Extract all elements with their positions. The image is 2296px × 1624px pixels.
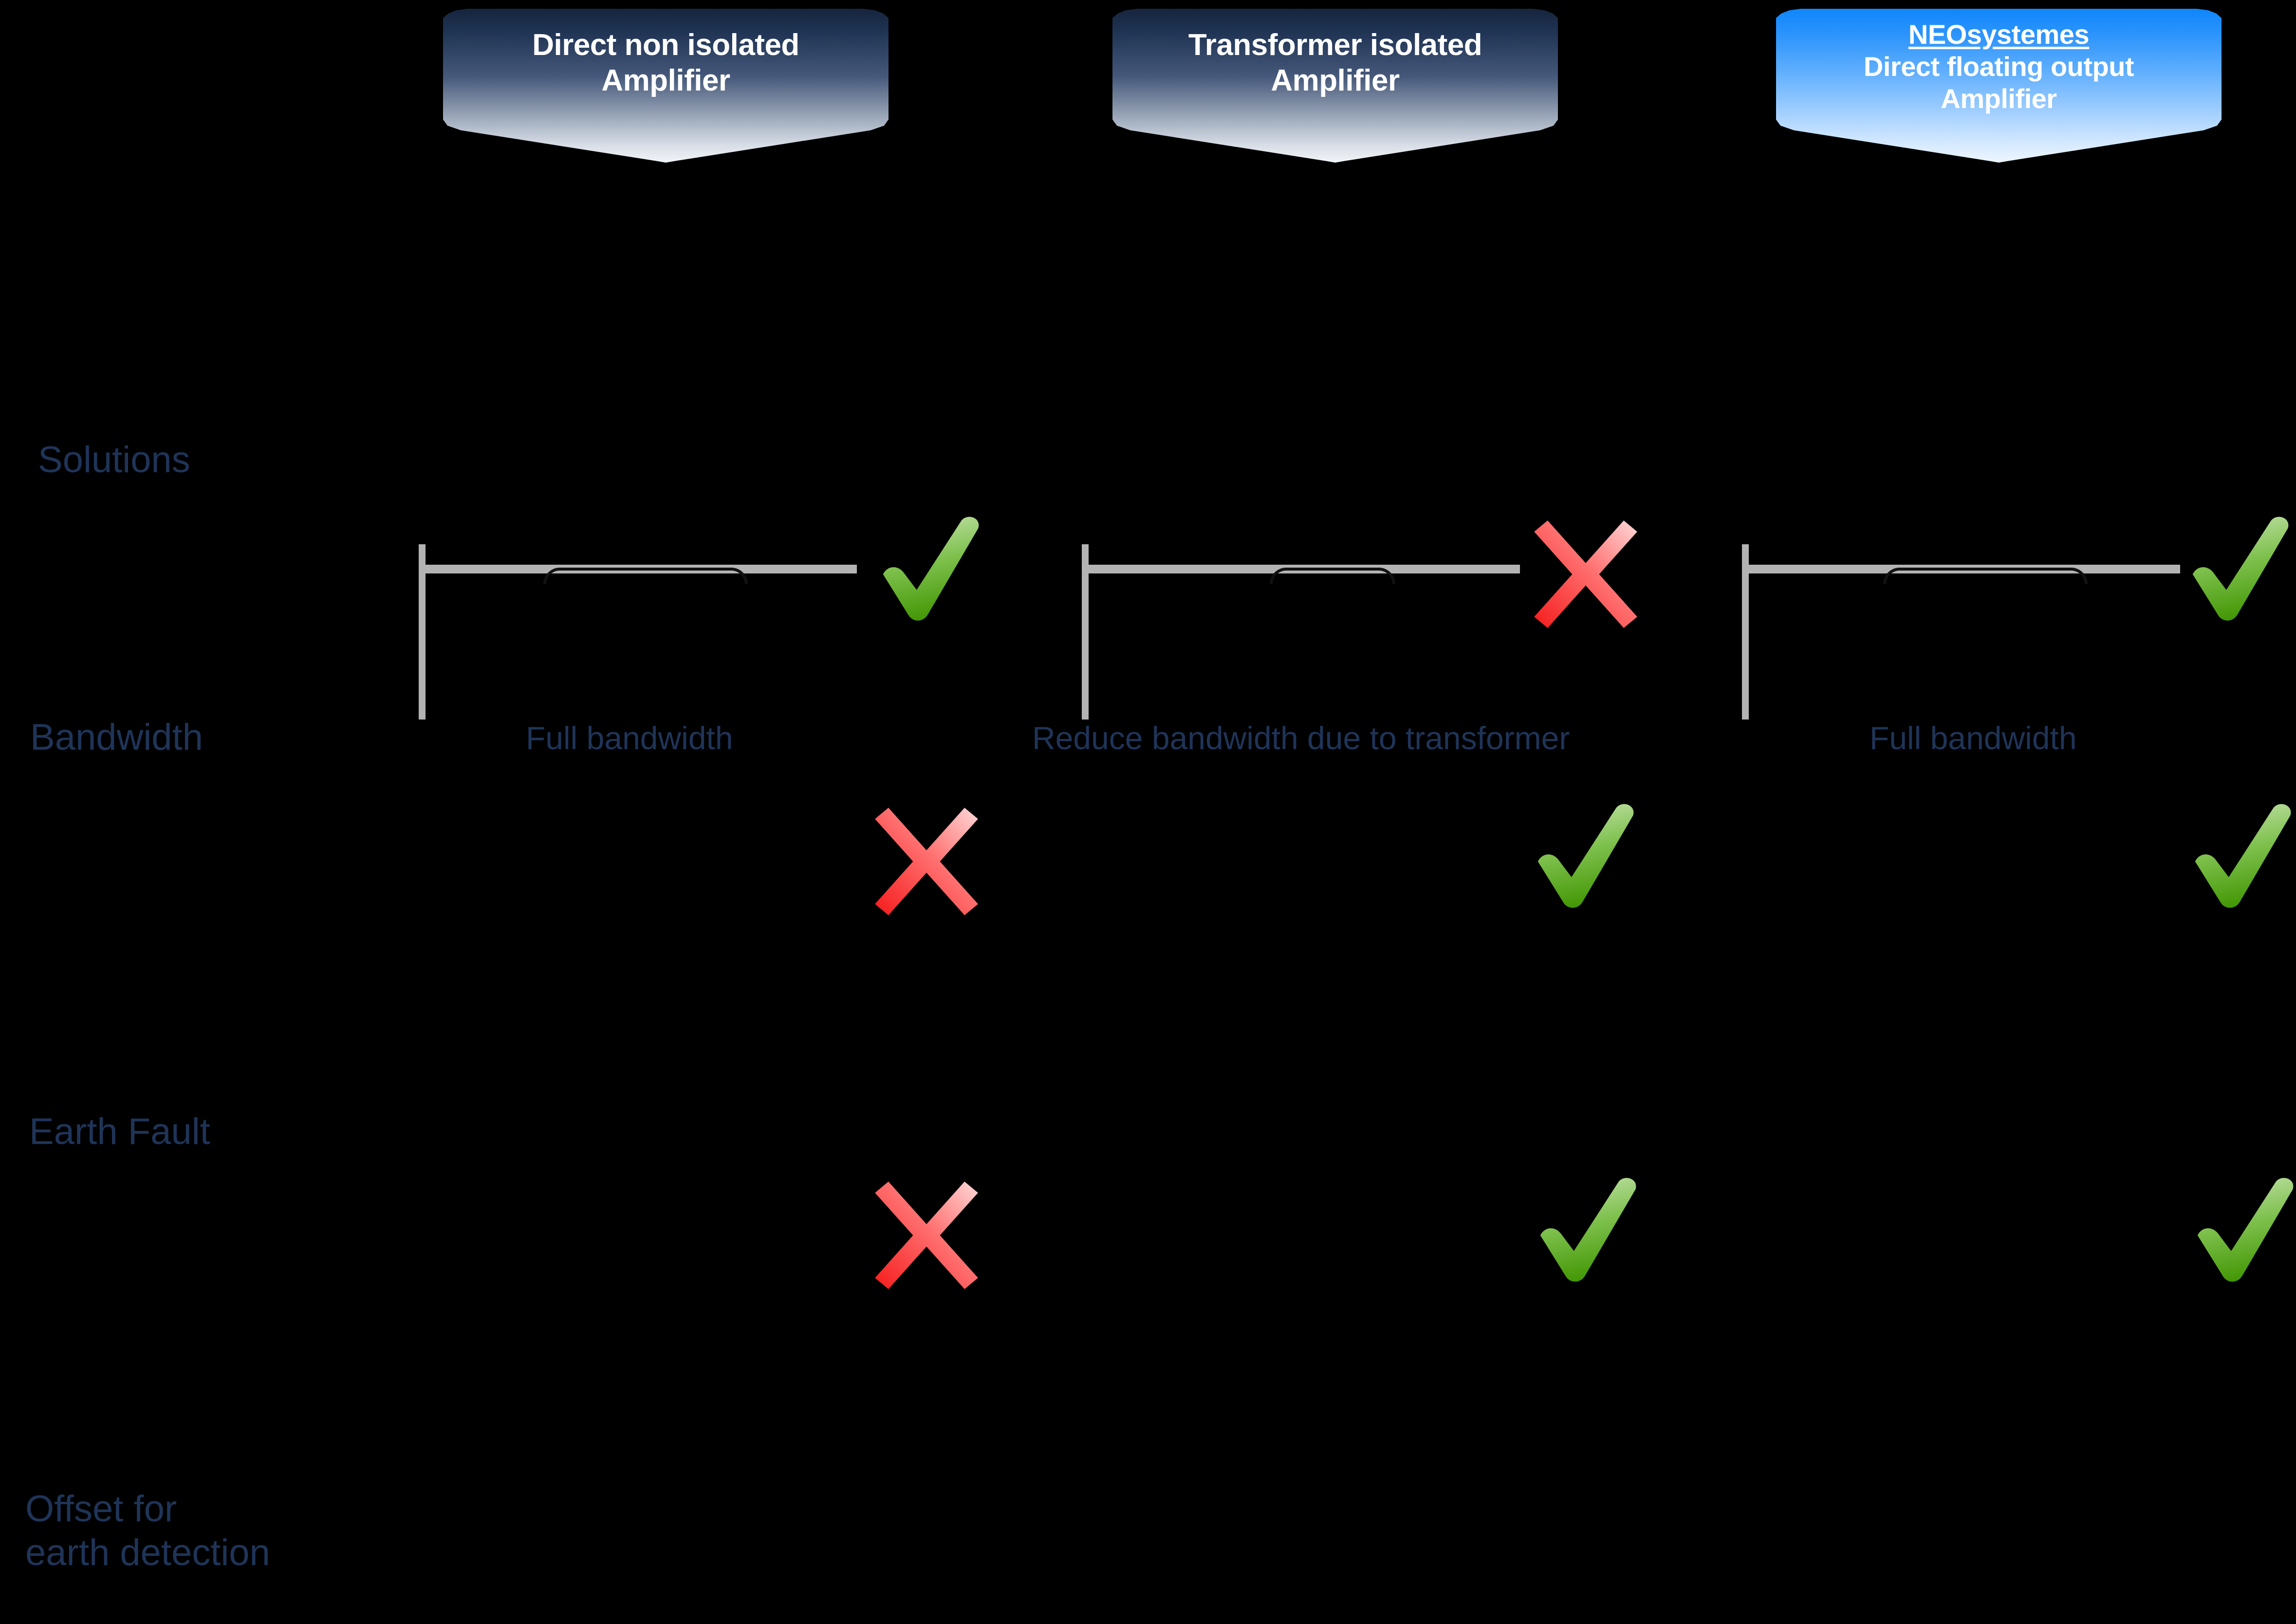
row-label-solutions: Solutions xyxy=(38,439,190,480)
check-icon-offset-transformer-isolated xyxy=(1534,1177,1646,1289)
cross-icon-bandwidth-transformer-isolated xyxy=(1530,516,1642,628)
column-header-neosystemes[interactable]: NEOsystemes Direct floating output Ampli… xyxy=(1776,9,2222,163)
brand-name: NEOsystemes xyxy=(1908,19,2090,50)
bandwidth-response-curve xyxy=(1883,568,2088,584)
check-icon-earth-fault-neosystemes xyxy=(2188,803,2296,915)
bandwidth-response-curve xyxy=(1270,568,1395,584)
plot-y-axis xyxy=(419,544,426,720)
banner-title-line-2: Amplifier xyxy=(601,64,730,98)
row-label-earth-fault: Earth Fault xyxy=(29,1111,210,1152)
banner-title-line-1: Direct floating output xyxy=(1863,51,2134,82)
banner-title-line-2: Amplifier xyxy=(1941,83,2057,114)
banner-title-line-2: Amplifier xyxy=(1271,64,1400,98)
check-icon-bandwidth-neosystemes xyxy=(2186,516,2296,628)
plot-y-axis xyxy=(1082,544,1089,720)
banner-title-line-1: Direct non isolated xyxy=(532,28,799,62)
column-header-transformer-isolated[interactable]: Transformer isolated Amplifier xyxy=(1112,9,1558,163)
cross-icon-earth-fault-direct-non-isolated xyxy=(870,803,982,915)
bandwidth-plot-neosystemes xyxy=(1742,544,2180,720)
banner-title-line-1: Transformer isolated xyxy=(1188,28,1482,62)
cross-icon-offset-direct-non-isolated xyxy=(870,1177,982,1289)
bandwidth-plot-transformer-isolated xyxy=(1082,544,1520,720)
row-label-offset-for-earth-detection: Offset for earth detection xyxy=(25,1488,270,1573)
bandwidth-plot-direct-non-isolated xyxy=(419,544,857,720)
bandwidth-caption-direct-non-isolated: Full bandwidth xyxy=(526,720,733,756)
column-header-direct-non-isolated[interactable]: Direct non isolated Amplifier xyxy=(443,9,889,163)
bandwidth-caption-neosystemes: Full bandwidth xyxy=(1870,720,2077,756)
bandwidth-caption-transformer-isolated: Reduce bandwidth due to transformer xyxy=(1032,720,1570,756)
row-label-bandwidth: Bandwidth xyxy=(30,717,203,758)
bandwidth-response-curve xyxy=(543,568,748,584)
check-icon-offset-neosystemes xyxy=(2191,1177,2296,1289)
check-icon-bandwidth-direct-non-isolated xyxy=(876,516,988,628)
plot-y-axis xyxy=(1742,544,1749,720)
check-icon-earth-fault-transformer-isolated xyxy=(1531,803,1643,915)
